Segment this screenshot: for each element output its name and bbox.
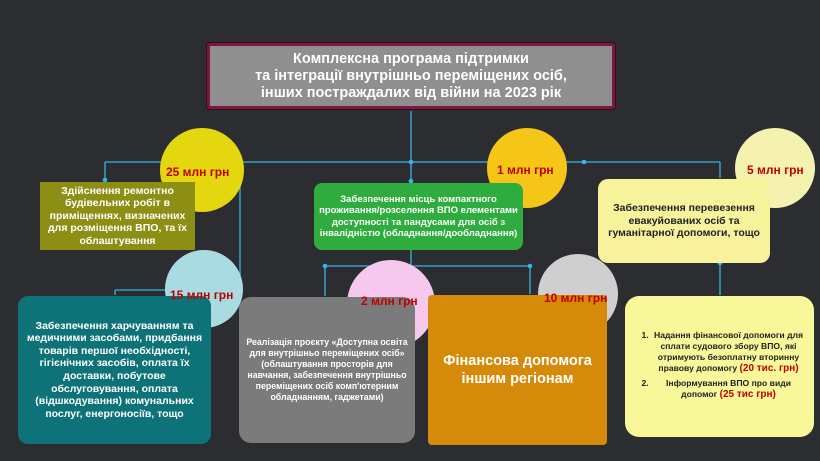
financial-amount: 10 млн грн xyxy=(544,291,608,305)
education-block: Реалізація проєкту «Доступна освіта для … xyxy=(239,297,415,443)
connector-dot xyxy=(527,263,533,269)
accessibility-block: Забезпечення місць компактного проживанн… xyxy=(314,183,523,250)
repair-block: Здійснення ремонтно будівельних робіт в … xyxy=(40,182,195,250)
transport-block: Забезпечення перевезення евакуйованих ос… xyxy=(598,179,770,263)
connector-dot xyxy=(581,159,587,165)
financial-text: Фінансова допомога іншим регіонам xyxy=(443,353,592,387)
repair-text: Здійснення ремонтно будівельних робіт в … xyxy=(48,184,187,247)
repair-amount: 25 млн грн xyxy=(166,165,230,179)
education-text: Реалізація проєкту «Доступна освіта для … xyxy=(246,337,408,402)
education-amount: 2 млн грн xyxy=(361,294,418,308)
food-block: Забезпечення харчуванням та медичними за… xyxy=(18,296,211,444)
aid-item-2-text: Інформування ВПО про види допомог xyxy=(666,377,791,399)
aid-list: Надання фінансової допомоги для сплати с… xyxy=(633,330,806,404)
connector-dot xyxy=(408,178,414,184)
aid-block: Надання фінансової допомоги для сплати с… xyxy=(625,296,814,437)
aid-item-2: Інформування ВПО про види допомог (25 ти… xyxy=(651,378,806,400)
connector-dot xyxy=(408,159,414,165)
program-title: Комплексна програма підтримки та інтегра… xyxy=(207,43,615,109)
title-line-2: та інтеграції внутрішньо переміщених осі… xyxy=(255,67,567,84)
food-text: Забезпечення харчуванням та медичними за… xyxy=(26,319,203,420)
aid-item-1-text: Надання фінансової допомоги для сплати с… xyxy=(653,329,804,373)
title-line-1: Комплексна програма підтримки xyxy=(293,50,529,67)
accessibility-text: Забезпечення місць компактного проживанн… xyxy=(319,193,518,240)
aid-item-1-amount: (20 тис. грн) xyxy=(739,362,799,374)
connector-dot xyxy=(322,263,328,269)
transport-text: Забезпечення перевезення евакуйованих ос… xyxy=(608,202,760,240)
title-line-3: інших постраждалих від війни на 2023 рік xyxy=(260,84,562,101)
connector-dot xyxy=(102,177,108,183)
food-amount: 15 млн грн xyxy=(170,288,234,302)
aid-item-2-amount: (25 тис грн) xyxy=(719,388,776,400)
accessibility-amount: 1 млн грн xyxy=(497,163,554,177)
aid-item-1: Надання фінансової допомоги для сплати с… xyxy=(651,330,806,374)
transport-amount: 5 млн грн xyxy=(747,163,804,177)
financial-block: Фінансова допомога іншим регіонам xyxy=(428,295,607,445)
